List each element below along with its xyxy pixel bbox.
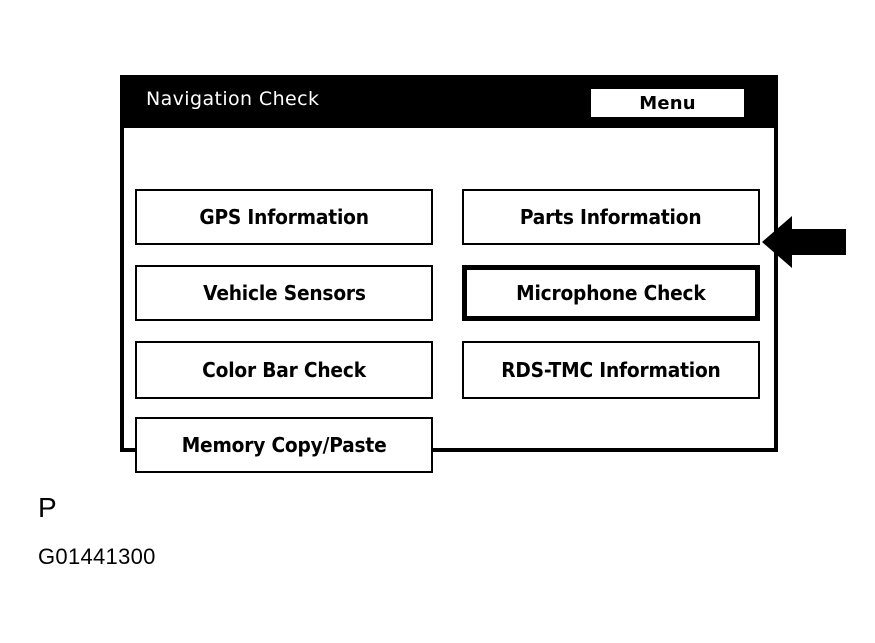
left-arrow-icon <box>762 216 846 268</box>
button-parts-information[interactable]: Parts Information <box>462 189 760 245</box>
menu-button-label: Menu <box>639 92 696 114</box>
navigation-check-panel: Navigation Check Menu GPS Information Ve… <box>120 75 778 473</box>
caption-letter: P <box>38 492 58 523</box>
button-label: Microphone Check <box>516 281 706 305</box>
button-rds-tmc-information[interactable]: RDS-TMC Information <box>462 341 760 399</box>
menu-button[interactable]: Menu <box>590 88 745 118</box>
figure-code: G01441300 <box>38 544 156 569</box>
button-memory-copy-paste[interactable]: Memory Copy/Paste <box>135 417 433 473</box>
button-label: RDS-TMC Information <box>501 358 721 382</box>
button-label: Memory Copy/Paste <box>181 433 387 457</box>
page-title: Navigation Check <box>146 88 320 110</box>
button-vehicle-sensors[interactable]: Vehicle Sensors <box>135 265 433 321</box>
button-label: Vehicle Sensors <box>202 281 366 305</box>
button-label: GPS Information <box>199 205 369 229</box>
button-color-bar-check[interactable]: Color Bar Check <box>135 341 433 399</box>
menu-button-grid: GPS Information Vehicle Sensors Color Ba… <box>124 128 774 473</box>
button-gps-information[interactable]: GPS Information <box>135 189 433 245</box>
button-label: Color Bar Check <box>202 358 366 382</box>
button-microphone-check[interactable]: Microphone Check <box>462 265 760 321</box>
panel-title-bar: Navigation Check Menu <box>124 79 774 128</box>
button-label: Parts Information <box>520 205 702 229</box>
